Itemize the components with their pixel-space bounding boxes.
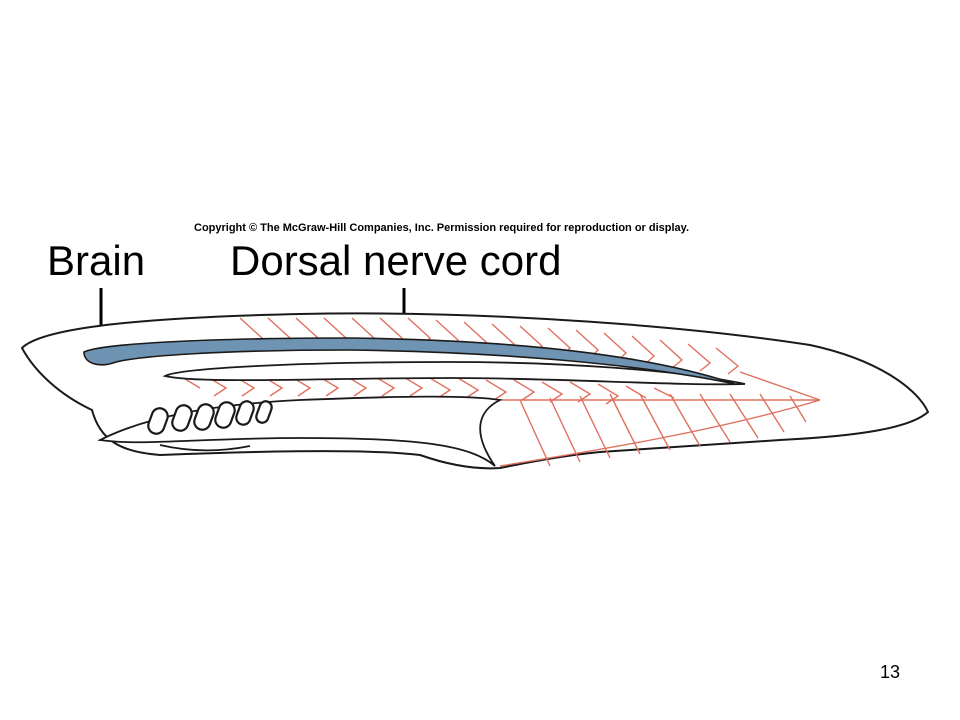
label-dorsal-nerve-cord: Dorsal nerve cord — [230, 237, 562, 284]
label-brain: Brain — [47, 237, 146, 284]
gut-outline — [159, 444, 251, 452]
copyright-notice: Copyright © The McGraw-Hill Companies, I… — [194, 222, 690, 234]
notochord-outline — [162, 361, 746, 386]
page-number: 13 — [880, 662, 901, 682]
gill-slits — [147, 400, 273, 435]
dorsal-nerve-cord — [83, 337, 736, 385]
